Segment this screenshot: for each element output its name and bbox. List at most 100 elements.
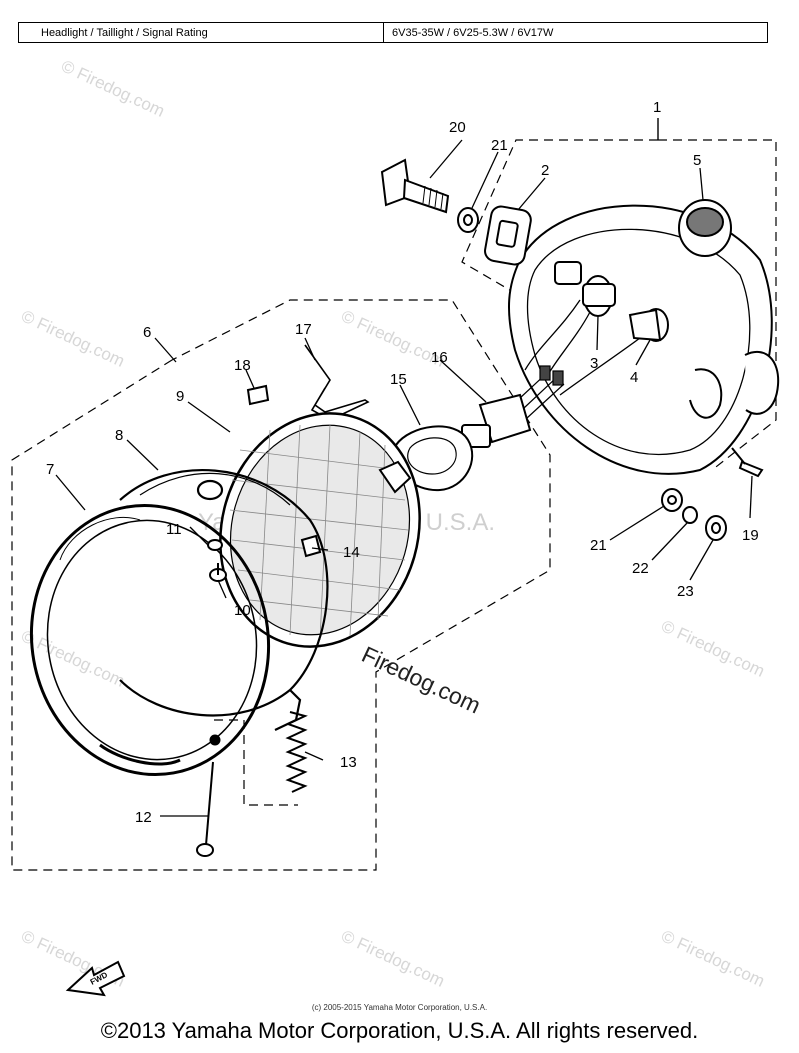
callout-19: 19 xyxy=(742,527,759,544)
rim-lower-edge xyxy=(99,743,181,766)
lens-face xyxy=(229,424,411,636)
bolt-thread xyxy=(422,185,444,210)
rim-screw-hole xyxy=(209,734,221,746)
lock-washer xyxy=(682,506,698,524)
spring-nut xyxy=(300,534,322,558)
grommet xyxy=(678,199,732,257)
callout-12: 12 xyxy=(135,809,152,826)
bulb-boot xyxy=(392,425,474,492)
boot-inner xyxy=(407,437,457,475)
socket-4-base xyxy=(628,308,662,342)
nut xyxy=(207,539,223,551)
coil-spring xyxy=(285,711,308,793)
housing-slot xyxy=(554,261,582,285)
holder-clip xyxy=(246,384,270,406)
bolt-shank xyxy=(402,178,450,214)
housing-rim xyxy=(526,228,751,456)
bulb-socket-pilot xyxy=(628,308,669,342)
long-screw xyxy=(196,761,214,857)
rim-inner xyxy=(46,519,258,761)
forward-arrow-icon xyxy=(65,960,126,997)
damper-hole xyxy=(495,219,519,248)
housing-lower-mount xyxy=(689,368,723,419)
assembly-outlines xyxy=(11,139,777,871)
spec-table: Headlight / Taillight / Signal Rating 6V… xyxy=(18,22,768,43)
grommet-inner xyxy=(686,207,724,237)
nut-body xyxy=(207,539,223,551)
spring-clip xyxy=(304,344,370,421)
clip-body xyxy=(246,384,270,406)
callout-23: 23 xyxy=(677,583,694,600)
callout-18: 18 xyxy=(234,357,251,374)
bolt xyxy=(380,158,450,214)
socket-3-clip xyxy=(582,283,616,307)
callout-6: 6 xyxy=(143,324,151,341)
small-copyright: (c) 2005-2015 Yamaha Motor Corporation, … xyxy=(311,1003,488,1012)
washer-hole xyxy=(667,495,677,505)
washer-top xyxy=(457,207,479,233)
callout-labels: 1 2 3 4 5 6 7 8 9 10 11 12 13 14 15 16 1… xyxy=(46,99,759,826)
damper xyxy=(484,205,532,266)
callout-21-bottom: 21 xyxy=(590,537,607,554)
headlight-rim xyxy=(29,503,271,777)
callout-15: 15 xyxy=(390,371,407,388)
watermark-firedog: © Firedog.com xyxy=(658,926,767,990)
spring-group-outline xyxy=(214,719,298,806)
callout-14: 14 xyxy=(343,544,360,561)
body-shell xyxy=(119,468,329,717)
callout-21-top: 21 xyxy=(491,137,508,154)
headlight-group-outline xyxy=(11,299,551,871)
housing-group-outline xyxy=(658,139,777,471)
callout-2: 2 xyxy=(541,162,549,179)
headlight-housing xyxy=(507,204,780,475)
headlight-body xyxy=(119,468,329,731)
body-bottom-tab xyxy=(274,689,302,731)
callout-7: 7 xyxy=(46,461,54,478)
watermark-firedog: © Firedog.com xyxy=(18,306,127,370)
hex-nut xyxy=(705,515,727,541)
washer-bottom xyxy=(661,488,683,512)
connector-leads xyxy=(519,365,565,419)
callout-9: 9 xyxy=(176,388,184,405)
callout-16: 16 xyxy=(431,349,448,366)
callout-22: 22 xyxy=(632,560,649,577)
footer-copyright: ©2013 Yamaha Motor Corporation, U.S.A. A… xyxy=(100,1018,699,1043)
callout-10: 10 xyxy=(234,602,251,619)
body-mount-tab xyxy=(196,479,224,501)
long-screw-head xyxy=(196,843,214,857)
watermark-firedog: © Firedog.com xyxy=(338,926,447,990)
callout-3: 3 xyxy=(590,355,598,372)
callout-1: 1 xyxy=(653,99,661,116)
spring-nut-body xyxy=(300,534,322,558)
rim-outer xyxy=(29,503,271,777)
spring-coil xyxy=(285,711,308,793)
clip-wire xyxy=(304,344,370,421)
callout-11: 11 xyxy=(166,521,182,538)
watermark-firedog-main: Firedog.com xyxy=(358,641,485,719)
housing-side-mount xyxy=(744,350,780,415)
small-screw xyxy=(731,447,764,478)
leader-lines xyxy=(55,139,753,817)
callout-17: 17 xyxy=(295,321,312,338)
sealed-beam-lens xyxy=(219,412,421,648)
spec-label: Headlight / Taillight / Signal Rating xyxy=(19,23,384,42)
watermark-firedog: © Firedog.com xyxy=(658,616,767,680)
bulb-socket-position xyxy=(582,275,616,317)
lock-washer-body xyxy=(682,506,698,524)
small-screw-head xyxy=(738,460,764,478)
body-top-edge xyxy=(139,472,291,506)
callout-4: 4 xyxy=(630,369,638,386)
lens-terminal xyxy=(378,460,412,494)
wire-connector xyxy=(461,365,565,448)
callout-8: 8 xyxy=(115,427,123,444)
hex-nut-hole xyxy=(711,522,721,534)
callout-5: 5 xyxy=(693,152,701,169)
rim-highlight xyxy=(59,516,141,561)
spec-value: 6V35-35W / 6V25-5.3W / 6V17W xyxy=(392,26,554,39)
forward-arrow: FWD xyxy=(65,960,126,997)
watermark-firedog: © Firedog.com xyxy=(58,56,167,120)
callout-13: 13 xyxy=(340,754,357,771)
callout-20: 20 xyxy=(449,119,466,136)
washer-hole xyxy=(463,214,473,226)
